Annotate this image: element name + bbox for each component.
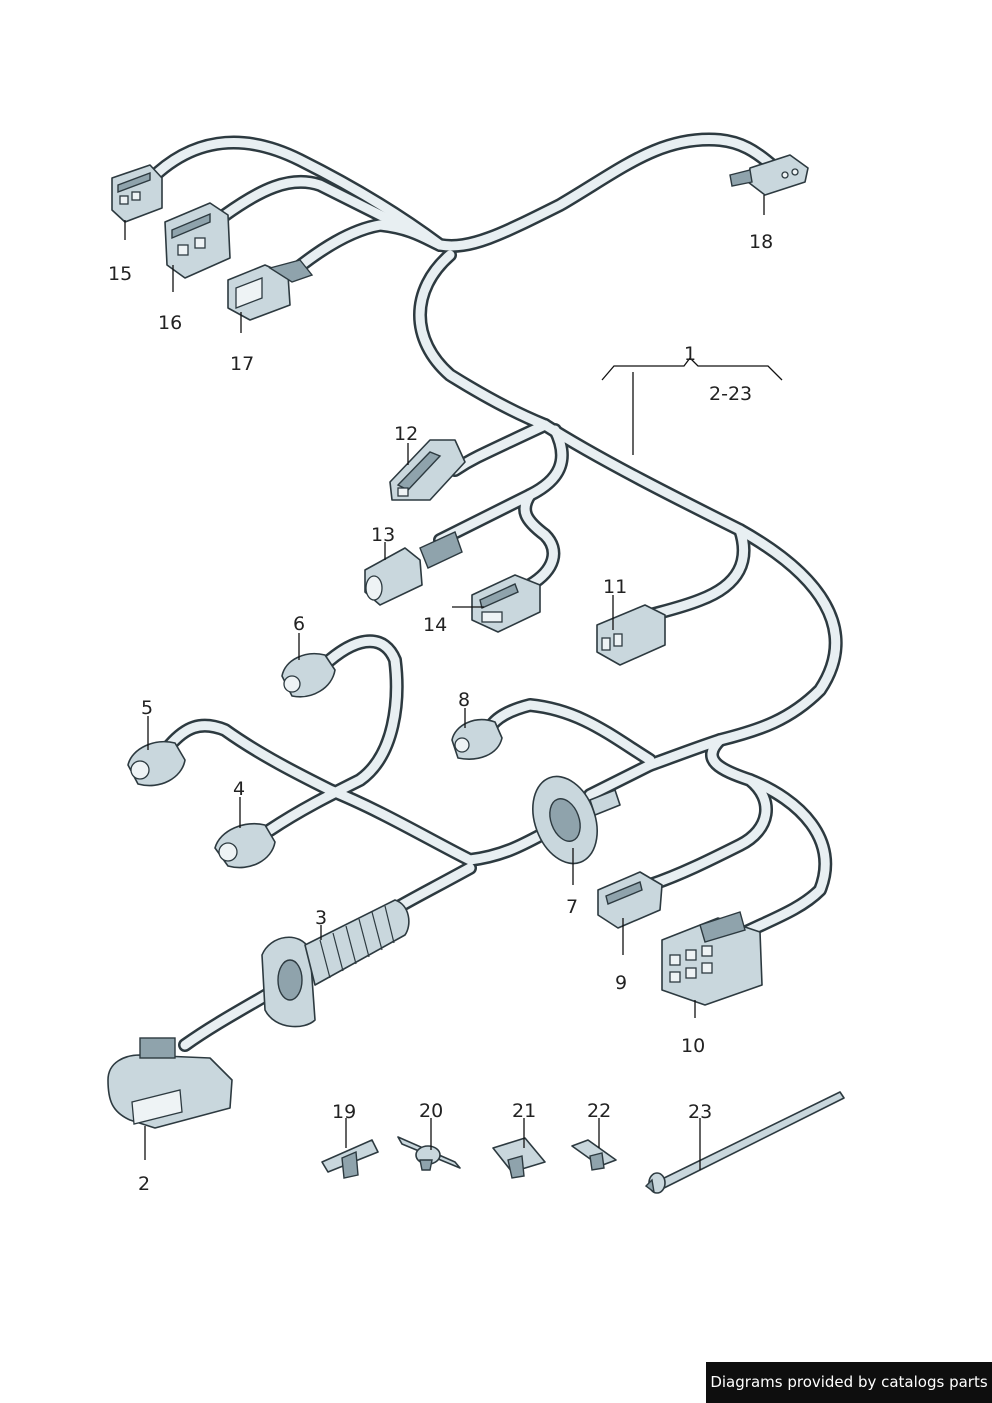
callout-22: 22 — [587, 1100, 611, 1122]
callout-2: 2 — [138, 1173, 150, 1195]
callout-15: 15 — [108, 263, 132, 285]
callout-3: 3 — [315, 907, 327, 929]
callout-14: 14 — [423, 614, 447, 636]
callout-5: 5 — [141, 697, 153, 719]
cable-tie-23[interactable] — [644, 1091, 845, 1194]
connector-13[interactable] — [364, 531, 463, 606]
connector-12[interactable] — [389, 439, 466, 501]
callout-7: 7 — [566, 896, 578, 918]
callout-20: 20 — [419, 1100, 443, 1122]
connector-8[interactable] — [451, 718, 503, 760]
clip-21[interactable] — [492, 1137, 546, 1179]
credit-footer: Diagrams provided by catalogs parts — [706, 1362, 992, 1403]
connector-17[interactable] — [227, 259, 314, 321]
harness-wires — [143, 132, 843, 1052]
callout-11: 11 — [603, 576, 627, 598]
grommet-7[interactable] — [521, 767, 621, 872]
leader-lines — [124, 195, 783, 1170]
clip-20[interactable] — [397, 1136, 461, 1171]
connector-14[interactable] — [471, 574, 541, 633]
callout-2-23: 2-23 — [709, 383, 752, 405]
connector-2[interactable] — [107, 1037, 233, 1129]
callout-17: 17 — [230, 353, 254, 375]
connector-15[interactable] — [111, 164, 163, 223]
callout-18: 18 — [749, 231, 773, 253]
connector-6[interactable] — [281, 653, 336, 698]
clip-22[interactable] — [571, 1139, 617, 1171]
grommet-3[interactable] — [261, 899, 410, 1028]
callout-23: 23 — [688, 1101, 712, 1123]
connector-18[interactable] — [729, 154, 809, 196]
connector-4[interactable] — [214, 823, 276, 869]
callout-labels: 1 2-23 15 16 17 18 12 13 14 11 6 5 4 8 7… — [108, 231, 773, 1195]
connector-9[interactable] — [597, 871, 663, 929]
callout-16: 16 — [158, 312, 182, 334]
connector-16[interactable] — [164, 202, 231, 279]
callout-19: 19 — [332, 1101, 356, 1123]
clip-19[interactable] — [321, 1139, 379, 1179]
callout-4: 4 — [233, 778, 245, 800]
callout-8: 8 — [458, 689, 470, 711]
callout-6: 6 — [293, 613, 305, 635]
callout-13: 13 — [371, 524, 395, 546]
callout-9: 9 — [615, 972, 627, 994]
connector-10[interactable] — [661, 911, 763, 1006]
connector-5[interactable] — [127, 741, 186, 787]
callout-10: 10 — [681, 1035, 705, 1057]
callout-12: 12 — [394, 423, 418, 445]
callout-1: 1 — [684, 343, 696, 365]
callout-21: 21 — [512, 1100, 536, 1122]
connector-11[interactable] — [596, 604, 666, 666]
